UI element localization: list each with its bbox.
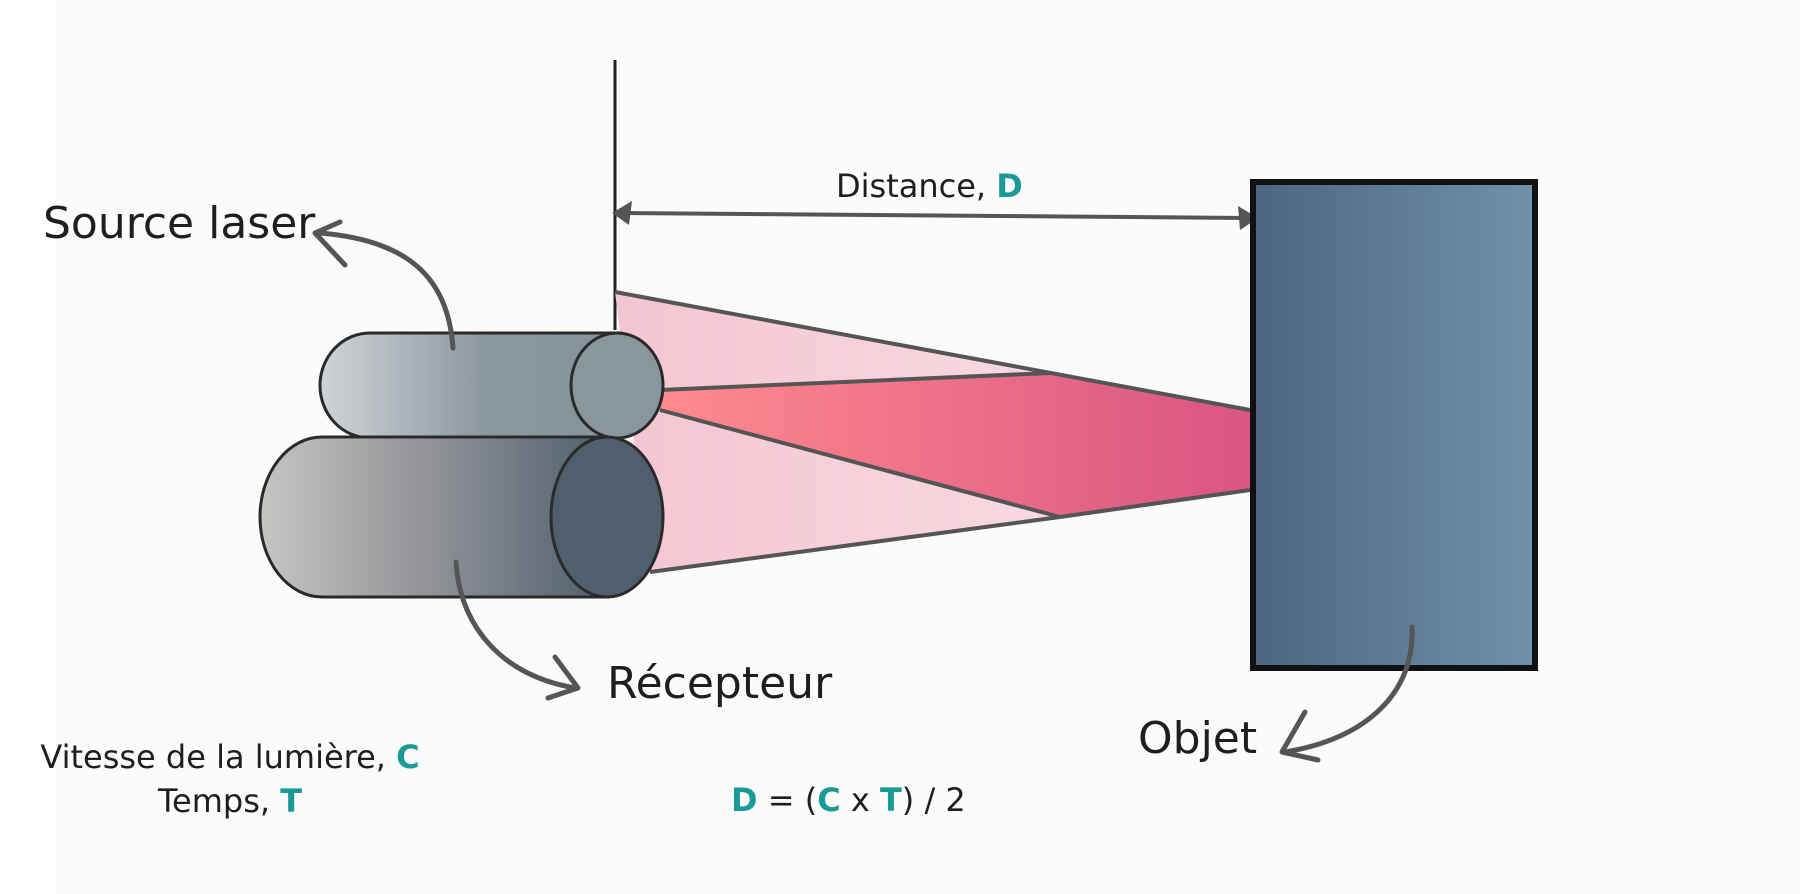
object-block (1250, 179, 1538, 671)
formula-divide: ) / 2 (901, 781, 966, 819)
formula-c: C (817, 781, 841, 819)
receiver-pointer-arrowhead (545, 654, 581, 701)
time-symbol: T (280, 782, 303, 820)
variables-legend: Vitesse de la lumière, C Temps, T (40, 738, 420, 820)
receiver-pointer-arrow (453, 559, 578, 691)
formula-times: x (840, 781, 880, 819)
speed-text: Vitesse de la lumière, (40, 738, 397, 776)
object-label: Objet (1138, 713, 1258, 764)
distance-arrow (612, 201, 1258, 230)
time-line: Temps, T (40, 782, 420, 820)
distance-symbol: D (996, 167, 1023, 205)
speed-symbol: C (396, 738, 420, 776)
formula-t: T (879, 781, 902, 819)
speed-of-light-line: Vitesse de la lumière, C (40, 738, 420, 776)
receiver-label: Récepteur (607, 658, 833, 709)
time-text: Temps, (157, 782, 281, 820)
object-pointer-arrowhead (1279, 709, 1321, 763)
object-pointer-arrow (1282, 624, 1415, 755)
formula-d: D (731, 781, 758, 819)
receiver-cylinder (258, 435, 665, 599)
laser-beam (614, 290, 1251, 574)
source-pointer-arrow (317, 230, 456, 351)
source-pointer-arrowhead (312, 219, 348, 268)
source-laser-label: Source laser (43, 198, 316, 249)
distance-label: Distance, D (836, 167, 1023, 205)
distance-formula: D = (C x T) / 2 (731, 781, 966, 819)
distance-text: Distance, (836, 167, 997, 205)
laser-source-cylinder (318, 331, 665, 440)
formula-equals: = ( (757, 781, 818, 819)
